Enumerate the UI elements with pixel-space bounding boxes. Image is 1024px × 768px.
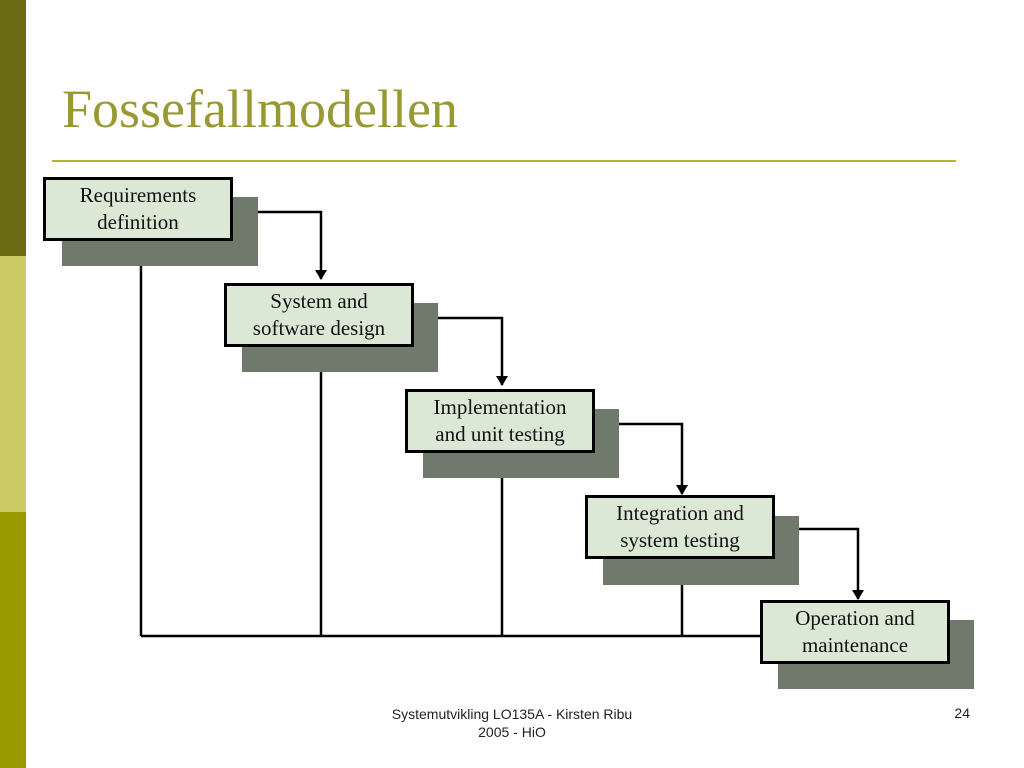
sidebar-segment-olive: [0, 512, 26, 768]
phase-label: Implementation and unit testing: [433, 395, 567, 446]
phase-system-software-design: System and software design: [224, 283, 414, 347]
phase-implementation-unit-testing: Implementation and unit testing: [405, 389, 595, 453]
phase-operation-maintenance: Operation and maintenance: [760, 600, 950, 664]
slide-title: Fossefallmodellen: [62, 79, 458, 139]
phase-label: Requirements definition: [79, 183, 197, 234]
phase-label: Operation and maintenance: [795, 606, 915, 657]
title-divider: [52, 160, 956, 162]
page-number: 24: [954, 705, 970, 721]
phase-label: Integration and system testing: [616, 501, 744, 552]
phase-requirements-definition: Requirements definition: [43, 177, 233, 241]
flow-arrow-3-4: [599, 422, 688, 495]
flow-arrow-1-2: [238, 210, 327, 280]
sidebar-segment-dark: [0, 0, 26, 256]
sidebar-segment-light: [0, 256, 26, 512]
flow-arrow-4-5: [779, 527, 864, 600]
sidebar-accent: [0, 0, 26, 768]
phase-integration-system-testing: Integration and system testing: [585, 495, 775, 559]
phase-label: System and software design: [252, 289, 386, 340]
slide-footer: Systemutvikling LO135A - Kirsten Ribu 20…: [391, 706, 633, 740]
flow-arrow-2-3: [418, 316, 508, 386]
